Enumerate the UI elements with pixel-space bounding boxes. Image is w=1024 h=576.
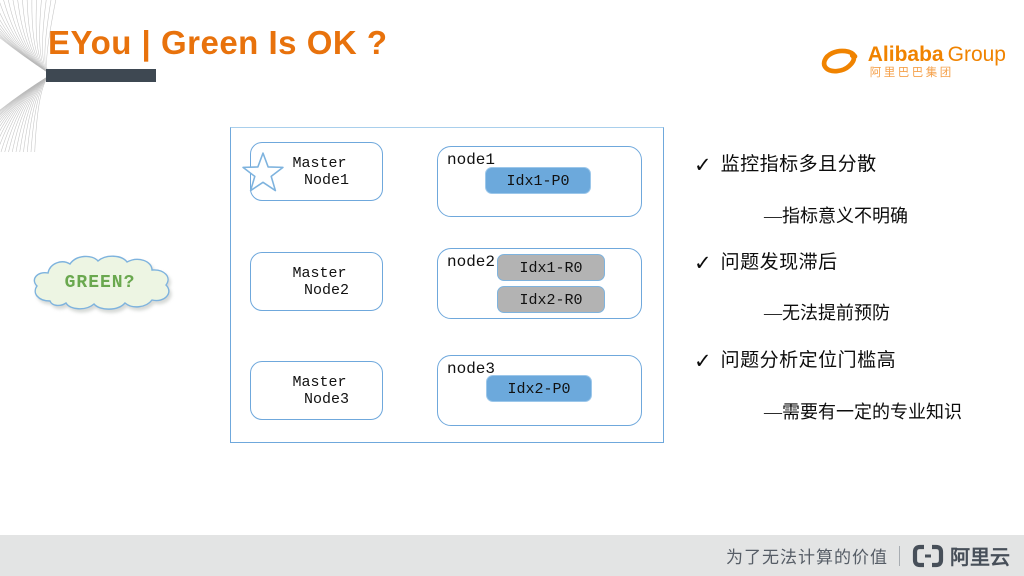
master-node-2-line1: Master	[292, 264, 347, 282]
data-node-2-label: node2	[447, 253, 496, 271]
bullet-item-2-sub: —无法提前预防	[764, 303, 890, 323]
brand-suffix: Group	[947, 43, 1006, 66]
footer-bar: 为了无法计算的价值 阿里云	[0, 535, 1024, 576]
master-node-2-line2: Node2	[303, 281, 349, 299]
master-node-3-line1: Master	[292, 373, 347, 391]
bullet-item-3-text: 问题分析定位门槛高	[720, 350, 897, 371]
master-node-1-line1: Master	[292, 154, 347, 172]
checkmark-icon: ✓	[694, 153, 712, 177]
footer-slogan: 为了无法计算的价值	[726, 548, 888, 567]
corner-swirl-decoration	[0, 0, 57, 153]
alibaba-cloud-bracket-icon	[912, 544, 944, 567]
shard-idx2-r0: Idx2-R0	[497, 286, 605, 313]
data-node-3-label: node3	[447, 360, 496, 378]
footer-divider	[899, 545, 900, 566]
master-node-3: Master Node3	[250, 361, 383, 420]
shard-idx2-p0: Idx2-P0	[486, 375, 592, 402]
bullet-item-3-sub: —需要有一定的专业知识	[764, 402, 962, 422]
master-node-1-line2: Node1	[303, 171, 349, 189]
green-question-cloud: GREEN?	[30, 251, 178, 319]
checkmark-icon: ✓	[694, 251, 712, 275]
master-node-2: Master Node2	[250, 252, 383, 311]
bullet-item-2-text: 问题发现滞后	[720, 252, 838, 273]
data-node-3: node3 Idx2-P0	[437, 355, 642, 426]
bullet-item-1-text: 监控指标多且分散	[720, 154, 877, 175]
brand-name: Alibaba	[867, 43, 944, 66]
alibaba-swoosh-icon	[821, 48, 858, 74]
shard-idx1-r0: Idx1-R0	[497, 254, 605, 281]
cloud-label: GREEN?	[64, 273, 136, 293]
checkmark-icon: ✓	[694, 349, 712, 373]
data-node-1-label: node1	[447, 151, 496, 169]
bullet-item-1: ✓ 监控指标多且分散	[694, 152, 877, 178]
brand-name-cn: 阿里巴巴集团	[869, 67, 954, 79]
master-node-3-line2: Node3	[303, 390, 349, 408]
data-node-1: node1 Idx1-P0	[437, 146, 642, 217]
star-icon	[242, 152, 284, 192]
bullet-item-3: ✓ 问题分析定位门槛高	[694, 348, 896, 374]
page-title: EYou | Green Is OK ?	[48, 24, 388, 61]
footer-brand: 阿里云	[950, 547, 1010, 569]
data-node-2: node2 Idx1-R0 Idx2-R0	[437, 248, 642, 319]
cloud-shape	[33, 255, 170, 310]
title-underline-bar	[46, 69, 156, 82]
bullet-item-1-sub: —指标意义不明确	[764, 206, 908, 226]
shard-idx1-p0: Idx1-P0	[485, 167, 591, 194]
bullet-item-2: ✓ 问题发现滞后	[694, 250, 838, 276]
